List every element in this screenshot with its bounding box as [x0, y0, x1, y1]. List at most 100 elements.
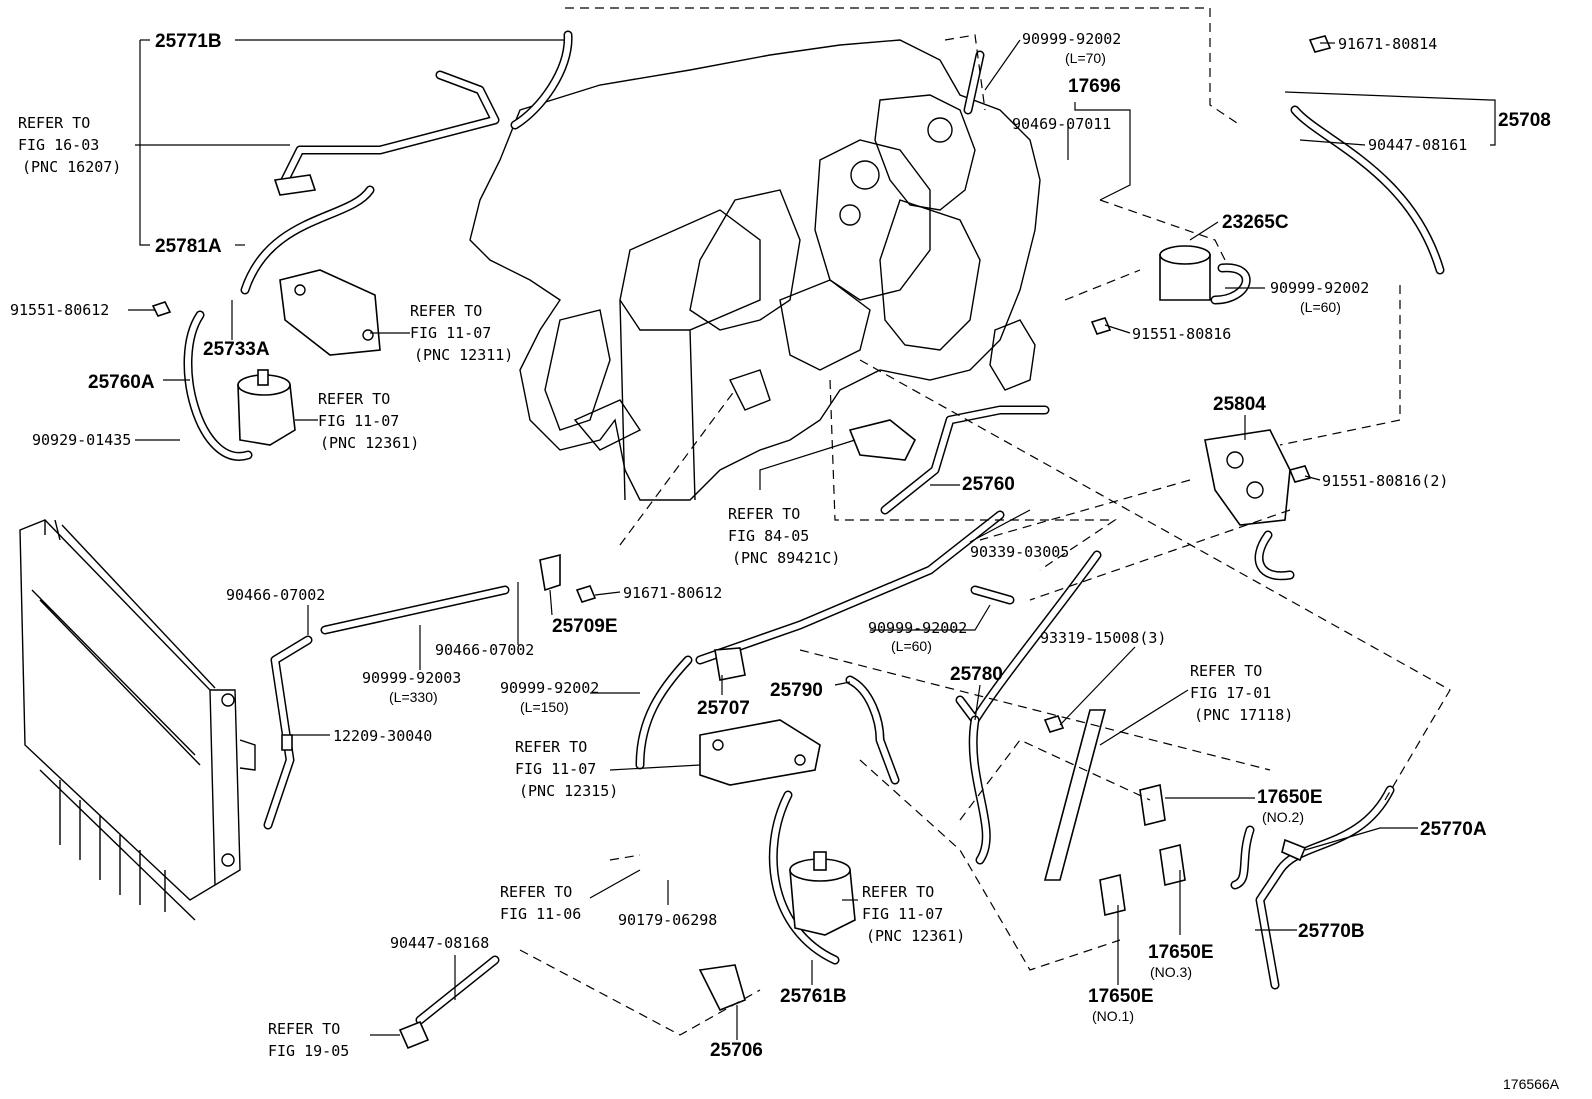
label-25760a: 25760A — [88, 372, 155, 393]
label-25760: 25760 — [962, 474, 1015, 495]
label-93319-15008: 93319-15008(3) — [1040, 629, 1166, 647]
bracket-25709e-icon — [539, 553, 561, 592]
vsv-no1-icon — [1099, 874, 1126, 916]
label-90999-92002-low: 90999-92002 — [500, 679, 599, 697]
label-91551-80612: 91551-80612 — [10, 301, 109, 319]
engine-assembly — [469, 39, 1041, 501]
label-l70: (L=70) — [1065, 50, 1106, 66]
bolt-icon — [151, 301, 172, 317]
label-17650e-no1: 17650E — [1088, 986, 1154, 1007]
bracket-25706-icon — [698, 964, 746, 1012]
label-90447-08168: 90447-08168 — [390, 934, 489, 952]
label-90999-92002-mid: 90999-92002 — [868, 619, 967, 637]
label-91551-80816-2: 91551-80816(2) — [1322, 472, 1448, 490]
sensor-icon — [848, 419, 917, 461]
label-refer-11-06-line1: REFER TO — [500, 883, 572, 901]
figure-id: 176566A — [1503, 1076, 1560, 1092]
label-refer-16-03-line1: REFER TO — [18, 114, 90, 132]
label-90929-01435: 90929-01435 — [32, 431, 131, 449]
vsv-bracket-icon — [1204, 429, 1291, 526]
label-refer-17-01-line1: REFER TO — [1190, 662, 1262, 680]
label-refer-19-05-line1: REFER TO — [268, 1020, 340, 1038]
vsv-no3-icon — [1159, 844, 1186, 886]
label-90999-92002-right: 90999-92002 — [1270, 279, 1369, 297]
label-l330: (L=330) — [389, 689, 438, 705]
label-91671-80612: 91671-80612 — [623, 584, 722, 602]
dashed-guides — [519, 7, 1451, 1036]
label-no3: (NO.3) — [1150, 964, 1192, 980]
label-refer-17-01-line2: FIG 17-01 — [1190, 684, 1271, 702]
label-l60-right: (L=60) — [1300, 299, 1341, 315]
bolt-icon — [1090, 317, 1112, 335]
label-25781a: 25781A — [155, 236, 222, 257]
label-refer-16-03-line2: FIG 16-03 — [18, 136, 99, 154]
label-refer-84-05-line2: FIG 84-05 — [728, 527, 809, 545]
label-refer-11-07-a-line2: FIG 11-07 — [410, 324, 491, 342]
label-90999-92003: 90999-92003 — [362, 669, 461, 687]
vent-pipe-icon — [273, 174, 317, 196]
label-25790: 25790 — [770, 680, 823, 701]
label-25770a: 25770A — [1420, 819, 1487, 840]
label-refer-17-01-line3: (PNC 17118) — [1194, 706, 1293, 724]
vsv-no2-icon — [1139, 784, 1166, 826]
label-23265c: 23265C — [1222, 212, 1289, 233]
label-l60-mid: (L=60) — [891, 638, 932, 654]
part-labels: 25771B REFER TO FIG 16-03 (PNC 16207) 25… — [10, 30, 1560, 1092]
label-12209-30040: 12209-30040 — [333, 727, 432, 745]
bolt-icon — [1308, 35, 1332, 53]
label-17650e-no2: 17650E — [1257, 787, 1323, 808]
label-refer-11-07-d-line2: FIG 11-07 — [862, 905, 943, 923]
label-90469-07011: 90469-07011 — [1012, 115, 1111, 133]
label-25706: 25706 — [710, 1040, 763, 1061]
label-refer-11-07-d-line1: REFER TO — [862, 883, 934, 901]
label-refer-11-07-c-line2: FIG 11-07 — [515, 760, 596, 778]
bracket-upper-icon — [279, 269, 381, 356]
label-no1: (NO.1) — [1092, 1008, 1134, 1024]
bolt-icon — [1043, 715, 1065, 733]
label-refer-11-07-c-line1: REFER TO — [515, 738, 587, 756]
label-refer-11-07-b-line1: REFER TO — [318, 390, 390, 408]
label-25780: 25780 — [950, 664, 1003, 685]
bracket-lower-icon — [699, 719, 821, 786]
label-refer-11-07-c-line3: (PNC 12315) — [519, 782, 618, 800]
leader-lines — [128, 39, 1496, 1040]
label-refer-11-07-d-line3: (PNC 12361) — [866, 927, 965, 945]
label-25770b: 25770B — [1298, 921, 1365, 942]
label-90447-08161: 90447-08161 — [1368, 136, 1467, 154]
label-refer-84-05-line3: (PNC 89421C) — [732, 549, 840, 567]
label-91671-80814: 91671-80814 — [1338, 35, 1437, 53]
label-25804: 25804 — [1213, 394, 1266, 415]
vacuum-hoses — [183, 30, 1445, 1025]
label-refer-11-07-b-line3: (PNC 12361) — [320, 434, 419, 452]
clamp-icon — [398, 1020, 430, 1050]
label-90179-06298: 90179-06298 — [618, 911, 717, 929]
clip-icon — [1281, 838, 1307, 862]
label-refer-11-06-line2: FIG 11-06 — [500, 905, 581, 923]
components — [151, 35, 1332, 1050]
label-25761b: 25761B — [780, 986, 847, 1007]
label-refer-19-05-line2: FIG 19-05 — [268, 1042, 349, 1060]
label-25709e: 25709E — [552, 616, 618, 637]
label-17650e-no3: 17650E — [1148, 942, 1214, 963]
label-90339-03005: 90339-03005 — [970, 543, 1069, 561]
label-no2: (NO.2) — [1262, 809, 1304, 825]
label-91551-80816: 91551-80816 — [1132, 325, 1231, 343]
radiator — [19, 519, 256, 921]
clamp-bracket-icon — [1043, 709, 1107, 881]
label-90466-07002-b: 90466-07002 — [435, 641, 534, 659]
label-refer-16-03-line3: (PNC 16207) — [22, 158, 121, 176]
label-90466-07002-a: 90466-07002 — [226, 586, 325, 604]
label-refer-11-07-a-line3: (PNC 12311) — [414, 346, 513, 364]
label-refer-11-07-a-line1: REFER TO — [410, 302, 482, 320]
label-refer-84-05-line1: REFER TO — [728, 505, 800, 523]
tube-12209-icon — [281, 734, 293, 751]
bolt-icon — [1288, 465, 1312, 483]
bolt-icon — [575, 585, 597, 603]
label-l150: (L=150) — [520, 699, 569, 715]
bracket-25707-icon — [714, 647, 746, 681]
label-25733a: 25733A — [203, 339, 270, 360]
label-25708: 25708 — [1498, 110, 1551, 131]
label-25771b: 25771B — [155, 31, 222, 52]
label-refer-11-07-b-line2: FIG 11-07 — [318, 412, 399, 430]
